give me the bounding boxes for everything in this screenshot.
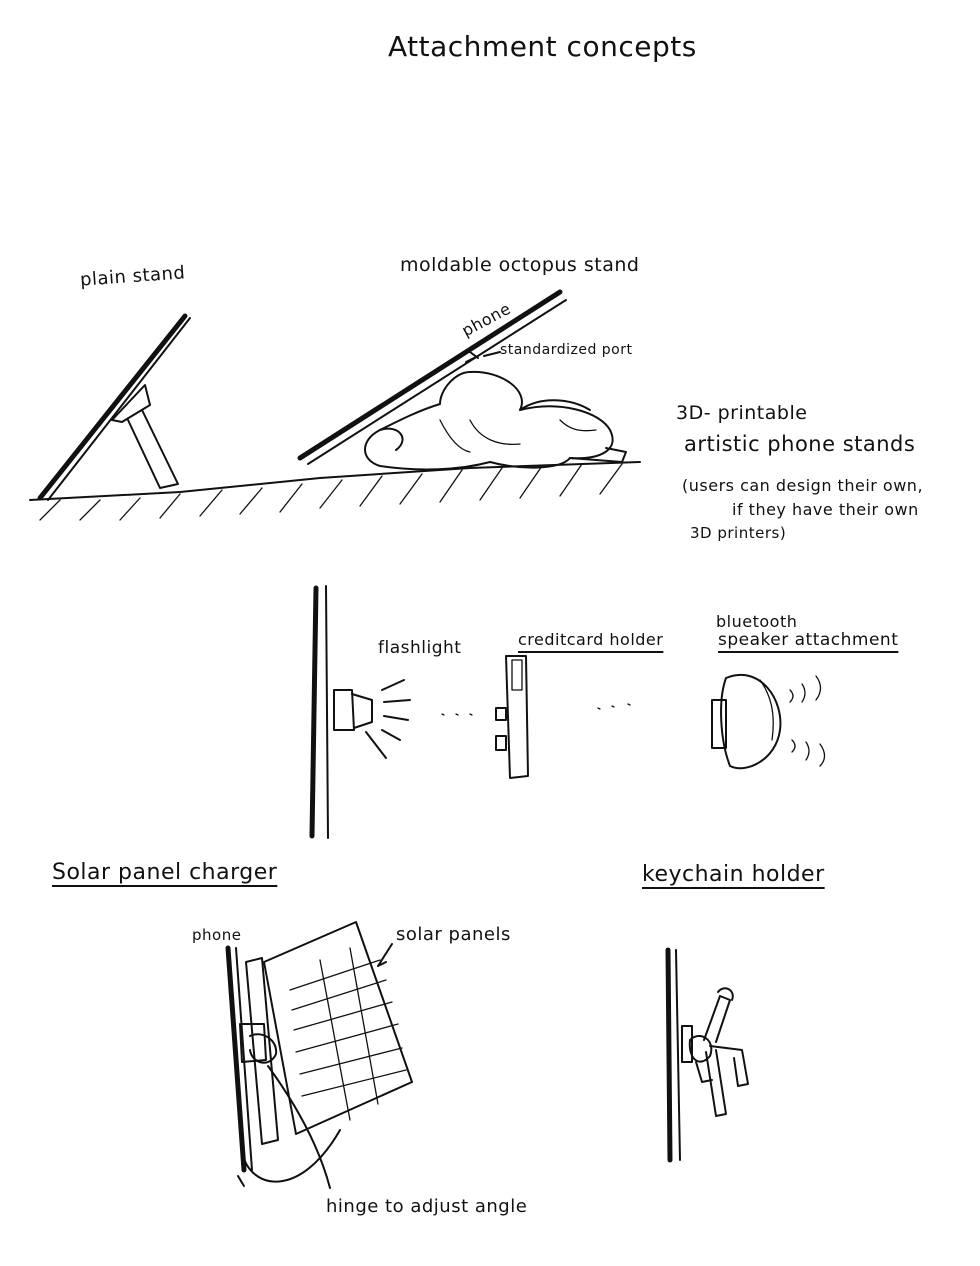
page-title: Attachment concepts	[388, 30, 697, 63]
stand-note-line5: 3D printers)	[690, 524, 787, 542]
flashlight-label: flashlight	[378, 638, 462, 658]
plain-stand-drawing	[37, 313, 191, 501]
keychain-drawing	[665, 947, 749, 1163]
speaker-label-line2: speaker attachment	[718, 630, 899, 650]
creditcard-holder-drawing	[495, 655, 631, 779]
creditcard-label: creditcard holder	[518, 630, 664, 649]
stand-note-line2: artistic phone stands	[684, 432, 916, 456]
flashlight-drawing	[309, 585, 473, 839]
stand-note-line1: 3D- printable	[676, 402, 808, 424]
keychain-heading: keychain holder	[642, 862, 825, 887]
solar-panels-label: solar panels	[396, 924, 511, 945]
octopus-stand-label: moldable octopus stand	[400, 254, 640, 276]
solar-charger-drawing	[225, 921, 413, 1189]
stand-note-line3: (users can design their own,	[682, 476, 924, 495]
port-label: standardized port	[500, 342, 633, 358]
solar-phone-label: phone	[192, 926, 242, 944]
speaker-drawing	[711, 673, 826, 770]
ground-hatching	[29, 461, 641, 521]
solar-heading: Solar panel charger	[52, 860, 278, 885]
stand-note-line4: if they have their own	[732, 500, 919, 519]
hinge-label: hinge to adjust angle	[326, 1196, 528, 1217]
octopus-stand-drawing	[297, 289, 627, 471]
speaker-label-line1: bluetooth	[716, 612, 798, 631]
